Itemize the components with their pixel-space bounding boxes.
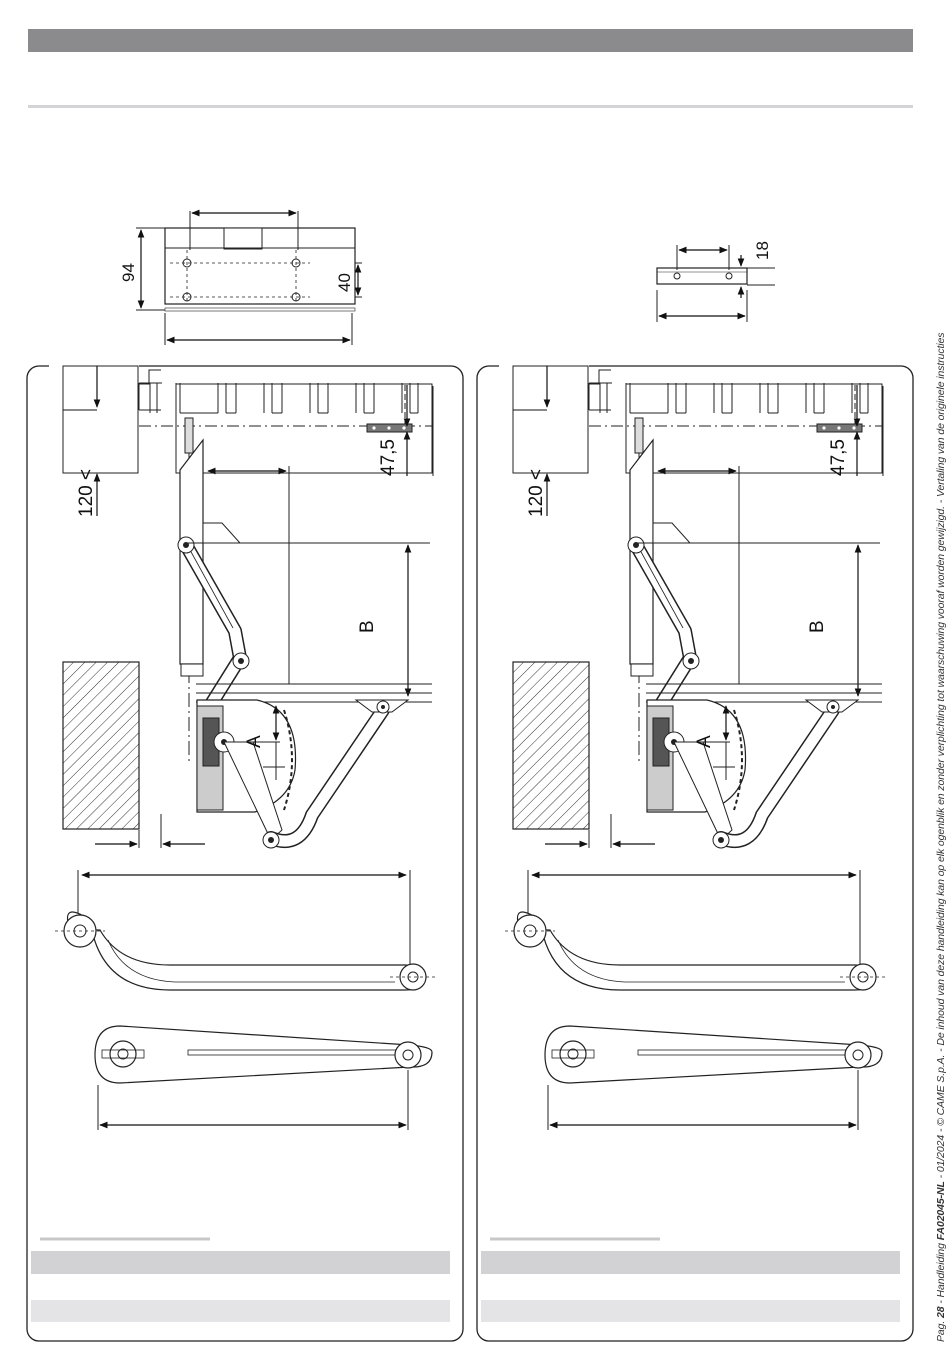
bracket-drawing [136,211,362,345]
offset-label-right: 47,5 [828,439,849,476]
bracket-depth-label: 40 [335,273,354,292]
dim-a-label-right: A [694,735,715,748]
dim-b-label-left: B [357,620,378,633]
min-distance-label-left: 120 < [76,469,97,517]
footer-note: Pag. 28 - Handleiding FA02045-NL - 01/20… [935,162,950,1342]
offset-label-left: 47,5 [378,439,399,476]
dim-a-label-left: A [244,735,265,748]
plate-height-label: 18 [753,241,772,260]
bracket-height-label: 94 [119,263,138,282]
min-distance-label-right: 120 < [526,469,547,517]
dim-b-label-right: B [807,620,828,633]
